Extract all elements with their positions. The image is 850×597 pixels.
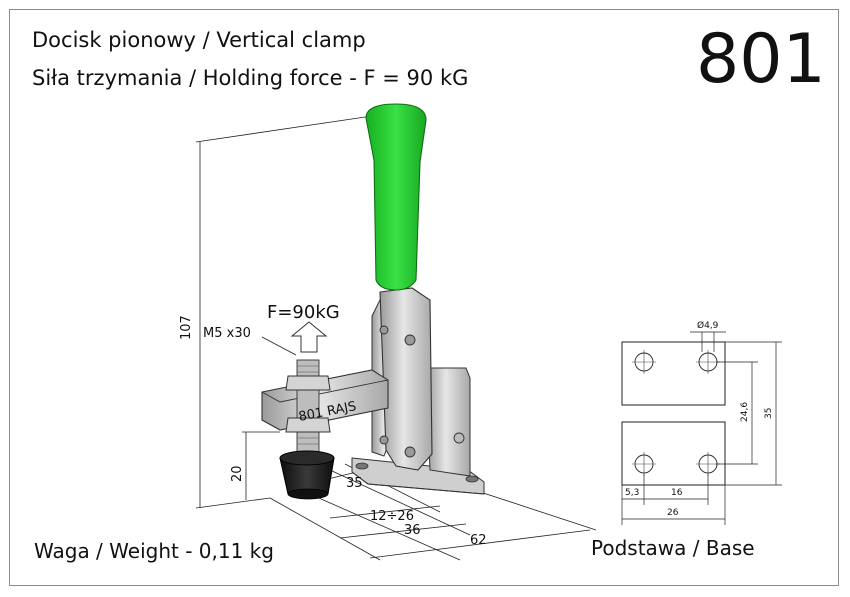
handle-grip [365, 103, 427, 291]
dim-base-35: 35 [764, 408, 774, 419]
title-line-1: Docisk pionowy / Vertical clamp [32, 28, 366, 52]
screw-label: M5 x30 [203, 326, 251, 341]
dim-20: 20 [230, 465, 245, 482]
title-line-2: Siła trzymania / Holding force - F = 90 … [32, 66, 469, 90]
model-number: 801 [696, 20, 826, 99]
base-label: Podstawa / Base [591, 536, 755, 560]
dim-26: 26 [667, 508, 679, 518]
dim-5-3: 5,3 [625, 488, 639, 498]
dim-hole-diameter: Ø4,9 [697, 320, 719, 331]
dim-16: 16 [671, 488, 683, 498]
dim-35: 35 [346, 476, 363, 491]
dim-12-26: 12÷26 [370, 509, 414, 524]
weight-label: Waga / Weight - 0,11 kg [34, 539, 274, 563]
base-plate-drawing [621, 331, 782, 525]
dim-24-6: 24,6 [740, 402, 750, 422]
base-plate-top [621, 341, 726, 406]
dim-107: 107 [179, 315, 194, 340]
dim-62: 62 [470, 533, 487, 548]
drawing-frame [9, 9, 839, 586]
force-label: F=90kG [267, 302, 340, 323]
force-arrow-icon [290, 321, 328, 353]
base-plate-bottom [621, 421, 726, 486]
dim-36: 36 [404, 523, 421, 538]
clamp-body [261, 287, 485, 500]
